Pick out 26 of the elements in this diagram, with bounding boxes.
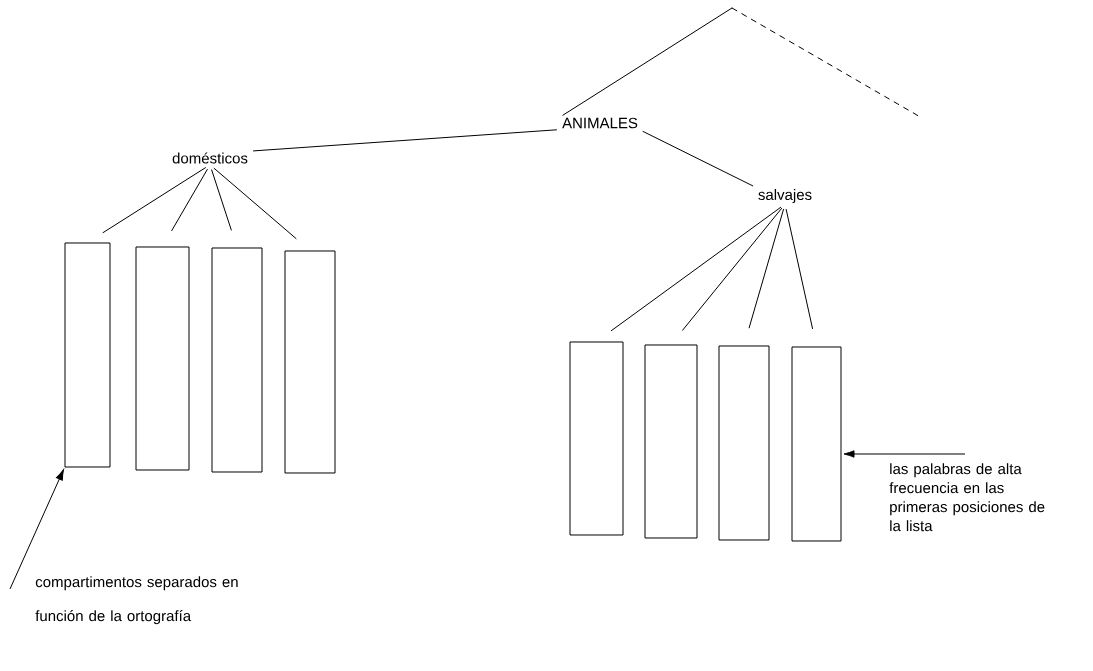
compartment-box — [135, 246, 190, 471]
compartment-box — [644, 344, 698, 539]
node-label: salvajes — [758, 189, 812, 203]
tree-line — [562, 7, 733, 116]
compartment-box — [211, 247, 263, 473]
tree-line — [252, 129, 558, 152]
tree-line — [748, 208, 785, 329]
tree-line — [681, 207, 783, 332]
tree-line — [642, 130, 754, 187]
tree-line — [213, 167, 297, 240]
tree-line — [171, 168, 208, 232]
node-label: ANIMALES — [562, 117, 638, 129]
compartment-box — [64, 242, 111, 468]
compartment-box — [284, 250, 336, 474]
node-label: las palabras de alta frecuencia en las primeras posiciones de la lista — [889, 463, 1045, 532]
tree-line — [610, 206, 782, 332]
tree-line — [102, 166, 207, 234]
node-label: compartimentos separados en función de la ortografía — [35, 576, 238, 625]
arrow — [9, 469, 64, 590]
tree-line — [211, 169, 232, 231]
tree-line — [785, 208, 814, 330]
compartment-box — [718, 345, 770, 541]
node-label: domésticos — [172, 152, 248, 164]
arrow — [843, 450, 966, 458]
compartment-box — [791, 346, 842, 542]
compartment-box — [569, 341, 624, 536]
